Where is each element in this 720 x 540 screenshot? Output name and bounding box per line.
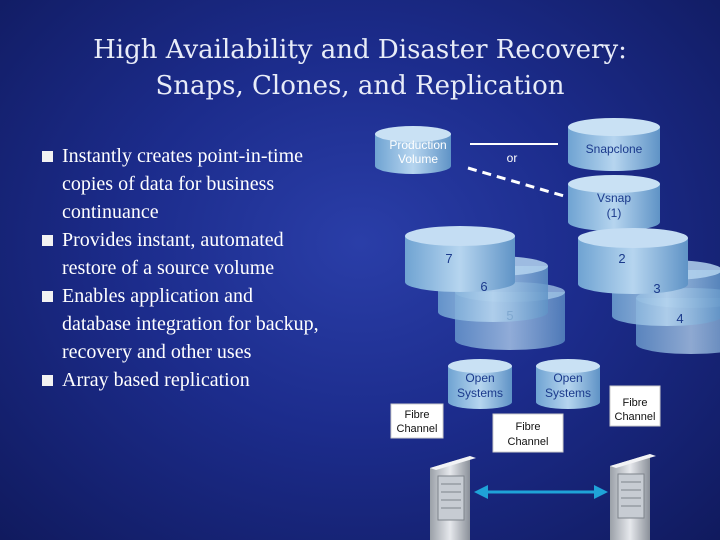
open-systems-left-label: Open xyxy=(465,371,494,385)
title-line-2: Snaps, Clones, and Replication xyxy=(155,71,565,101)
bullet-square-icon xyxy=(42,375,53,386)
bullet-square-icon xyxy=(42,151,53,162)
disk-number-label: 4 xyxy=(676,311,683,326)
open-systems-right-disk xyxy=(536,359,600,409)
fibre-channel-center-label: Channel xyxy=(508,436,549,448)
fibre-channel-right-label: Channel xyxy=(615,411,656,423)
open-systems-right-label: Systems xyxy=(545,386,591,400)
left-disk-array xyxy=(405,226,565,350)
slide-title: High Availability and Disaster Recovery:… xyxy=(0,32,720,104)
production-volume-disk xyxy=(375,126,451,174)
disk-number-label: 6 xyxy=(480,279,487,294)
fibre-channel-right-box xyxy=(609,385,661,427)
server-right-icon xyxy=(610,454,656,540)
bullet-item: Enables application and database integra… xyxy=(40,282,370,366)
bullet-item: Provides instant, automated restore of a… xyxy=(40,226,370,282)
production-volume-label: Production xyxy=(389,138,446,152)
snapclone-label: Snapclone xyxy=(586,142,643,156)
right-disk-array xyxy=(578,228,720,354)
fibre-channel-left-box xyxy=(390,403,444,439)
disk-number-label: 2 xyxy=(618,251,625,266)
or-label: or xyxy=(507,151,518,165)
fibre-channel-right-label: Fibre xyxy=(622,397,647,409)
fibre-channel-left-label: Fibre xyxy=(404,409,429,421)
vsnap-label: (1) xyxy=(607,206,622,220)
disk-number-label: 7 xyxy=(445,251,452,266)
production-volume-label: Volume xyxy=(398,152,438,166)
snapclone-disk xyxy=(568,118,660,171)
open-systems-left-disk xyxy=(448,359,512,409)
open-systems-right-label: Open xyxy=(553,371,582,385)
bullet-list: Instantly creates point-in-time copies o… xyxy=(40,142,370,394)
replication-arrow-icon xyxy=(474,485,608,499)
bullet-square-icon xyxy=(42,235,53,246)
disk-number-label: 5 xyxy=(506,308,513,323)
server-left-icon xyxy=(430,456,476,540)
bullet-item: Array based replication xyxy=(40,366,370,394)
disk-number-label: 3 xyxy=(653,281,660,296)
dashed-connector-line xyxy=(467,166,565,198)
title-line-1: High Availability and Disaster Recovery: xyxy=(93,35,627,65)
fibre-channel-center-label: Fibre xyxy=(515,421,540,433)
vsnap-label: Vsnap xyxy=(597,191,631,205)
fibre-channel-center-box xyxy=(492,413,564,453)
fibre-channel-left-label: Channel xyxy=(397,423,438,435)
bullet-square-icon xyxy=(42,291,53,302)
bullet-item: Instantly creates point-in-time copies o… xyxy=(40,142,370,226)
vsnap-disk xyxy=(568,175,660,231)
open-systems-left-label: Systems xyxy=(457,386,503,400)
